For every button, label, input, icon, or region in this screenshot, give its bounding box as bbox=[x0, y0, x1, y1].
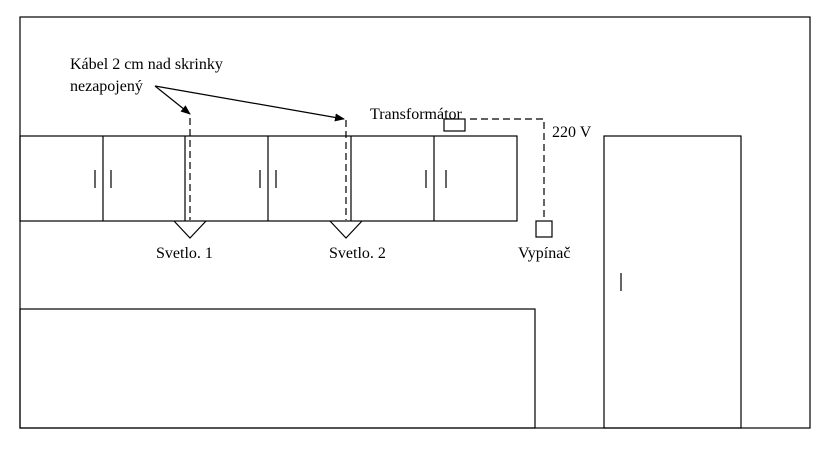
voltage-label: 220 V bbox=[552, 124, 592, 141]
transformer-label: Transformátor bbox=[370, 106, 463, 123]
light-1-lamp-symbol bbox=[173, 220, 207, 239]
light-2-lamp-symbol bbox=[329, 220, 363, 239]
switch-label: Vypínač bbox=[518, 245, 570, 262]
upper-cabinets bbox=[19, 135, 518, 222]
cable-note-line1: Kábel 2 cm nad skrinky bbox=[70, 56, 223, 73]
light-1 bbox=[173, 118, 207, 239]
switch-box bbox=[535, 220, 553, 238]
cable-note-line2: nezapojený bbox=[70, 78, 143, 95]
transformer-box bbox=[443, 118, 466, 132]
light-1-label: Svetlo. 1 bbox=[156, 245, 213, 262]
door-outline bbox=[603, 135, 742, 429]
lower-counter bbox=[19, 308, 536, 429]
light-2 bbox=[329, 120, 363, 239]
light-2-label: Svetlo. 2 bbox=[329, 245, 386, 262]
door bbox=[603, 135, 742, 429]
cable-pointer-arrow-1 bbox=[154, 85, 191, 115]
transformer-supply-line bbox=[470, 118, 545, 221]
cable-pointer-arrow-2 bbox=[154, 85, 345, 122]
